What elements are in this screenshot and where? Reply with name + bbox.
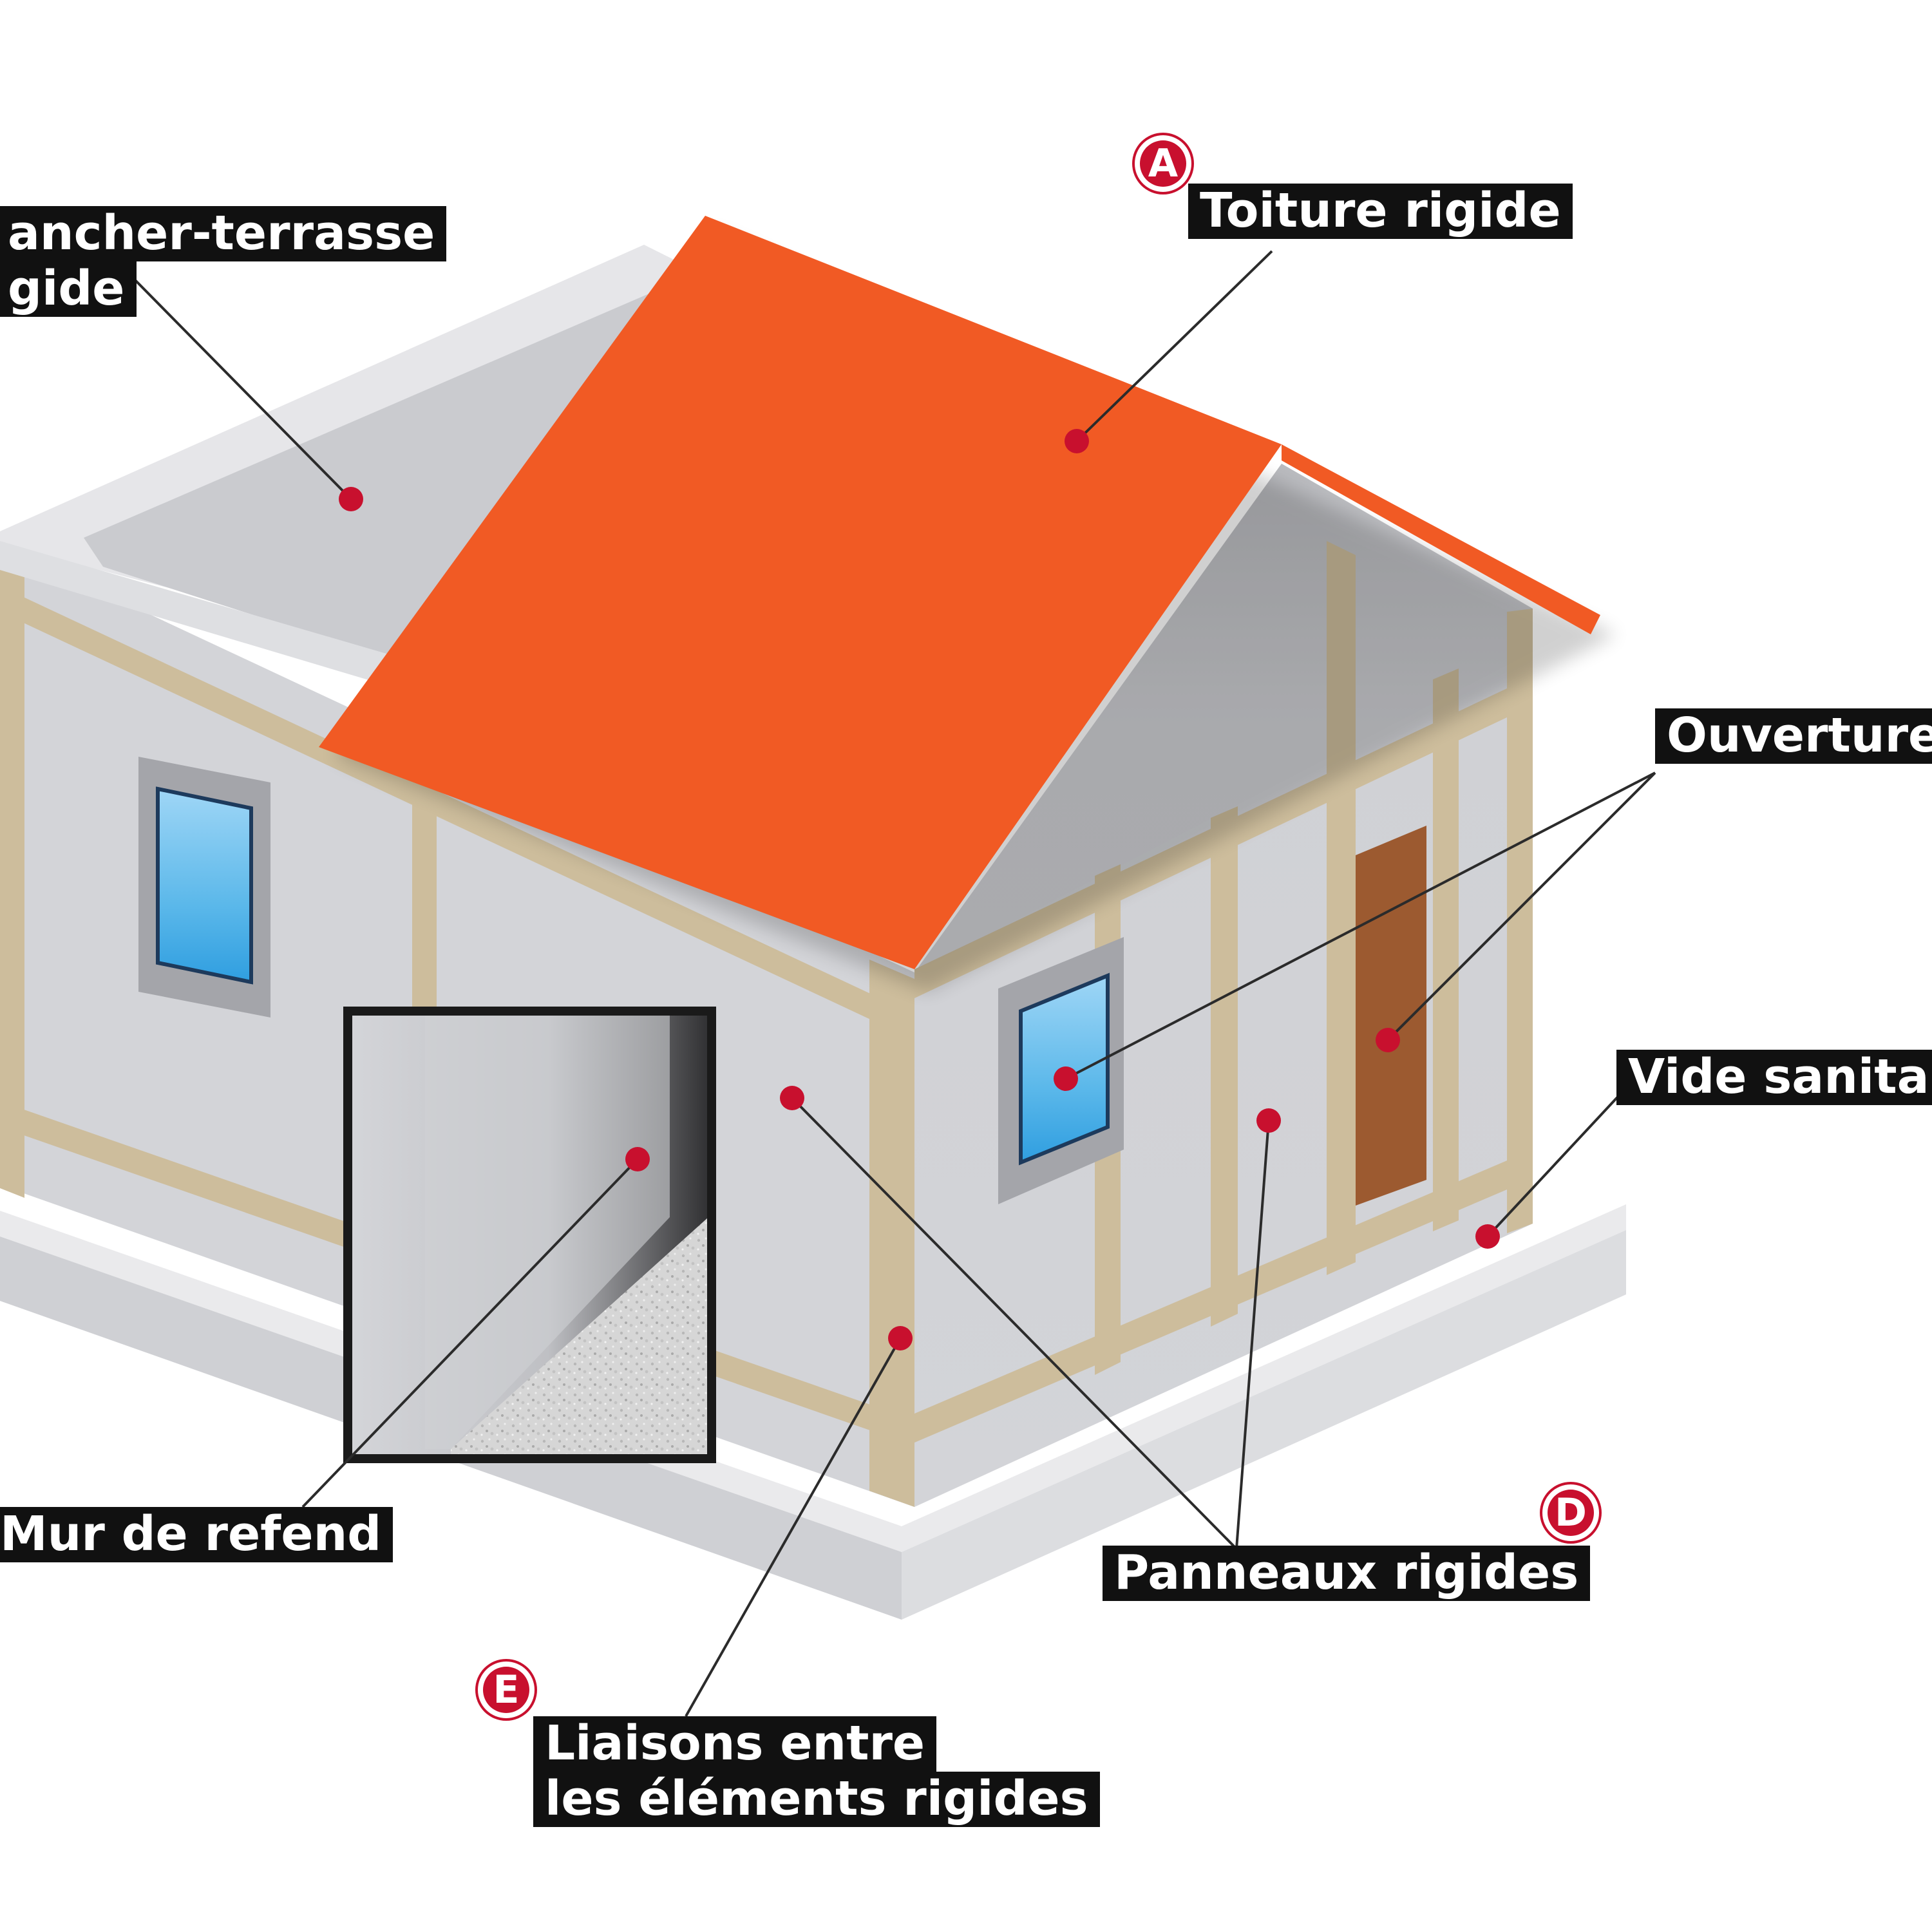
leader-toiture (1075, 250, 1273, 442)
label-plancher-terrasse: ancher-terrasse gide (0, 206, 447, 317)
refend-inner-wall (425, 1014, 670, 1449)
right-post-4 (1433, 668, 1459, 1231)
right-post-5 (1507, 609, 1533, 1233)
refend-box-outline (343, 1007, 716, 1463)
label-toiture-rigide: Toiture rigide (1188, 184, 1573, 239)
pitched-roof (319, 216, 1616, 992)
label-mur-de-refend: Mur de refend (0, 1507, 393, 1562)
terrace-inner (84, 293, 683, 683)
label-liaisons-line-1: Liaisons entre (533, 1716, 937, 1772)
label-toiture-text: Toiture rigide (1188, 184, 1573, 239)
left-top-plate (0, 586, 914, 1040)
roof-main-slope (319, 216, 1282, 969)
leader-vide (1486, 1094, 1621, 1238)
label-panneaux-text: Panneaux rigides (1103, 1546, 1591, 1601)
label-vide-sanitaire: Vide sanitai (1616, 1050, 1932, 1105)
marker-plancher (339, 487, 363, 511)
marker-panel-left (780, 1086, 804, 1110)
badge-e: E (478, 1662, 535, 1718)
marker-liaison (888, 1326, 913, 1350)
door (1356, 826, 1426, 1206)
label-plancher-line-1: ancher-terrasse (0, 206, 447, 261)
leader-liaisons (685, 1338, 902, 1717)
left-post-corner (869, 960, 914, 1507)
marker-toiture (1065, 429, 1089, 453)
badge-d: D (1542, 1484, 1599, 1541)
roof-eave-right (1282, 444, 1600, 634)
right-post-2 (1211, 806, 1238, 1327)
leader-lines (131, 250, 1656, 1717)
slab-top-right (902, 1204, 1626, 1552)
left-facade (0, 544, 914, 1507)
leader-ouvertures-window (1065, 772, 1656, 1080)
leader-mur (301, 1158, 639, 1508)
refend-floor (451, 1217, 708, 1457)
label-plancher-line-2: gide (0, 261, 137, 317)
label-liaisons-line-2: les éléments rigides (533, 1772, 1100, 1827)
left-window-glass (156, 786, 253, 985)
marker-vide (1475, 1224, 1500, 1249)
leader-panneaux-2 (1235, 1120, 1270, 1549)
marker-refend (625, 1147, 650, 1171)
slab-side-right (902, 1230, 1626, 1620)
left-post-1 (0, 547, 24, 1198)
label-vide-text: Vide sanitai (1616, 1050, 1932, 1105)
marker-window (1054, 1066, 1078, 1091)
label-liaisons: Liaisons entre les éléments rigides (533, 1716, 1100, 1827)
label-ouvertures-text: Ouvertures (1655, 708, 1932, 764)
leader-panneaux-1 (791, 1097, 1238, 1550)
badge-a: A (1135, 135, 1191, 192)
marker-panel-right (1256, 1108, 1281, 1133)
leader-plancher (131, 276, 352, 500)
leader-ouvertures-door (1387, 772, 1656, 1041)
terrace-parapet-front (0, 541, 464, 708)
marker-door (1376, 1028, 1400, 1052)
label-panneaux-rigides: Panneaux rigides (1103, 1546, 1591, 1601)
label-ouvertures: Ouvertures (1655, 708, 1932, 764)
label-mur-text: Mur de refend (0, 1507, 393, 1562)
marker-dots (339, 429, 1500, 1350)
